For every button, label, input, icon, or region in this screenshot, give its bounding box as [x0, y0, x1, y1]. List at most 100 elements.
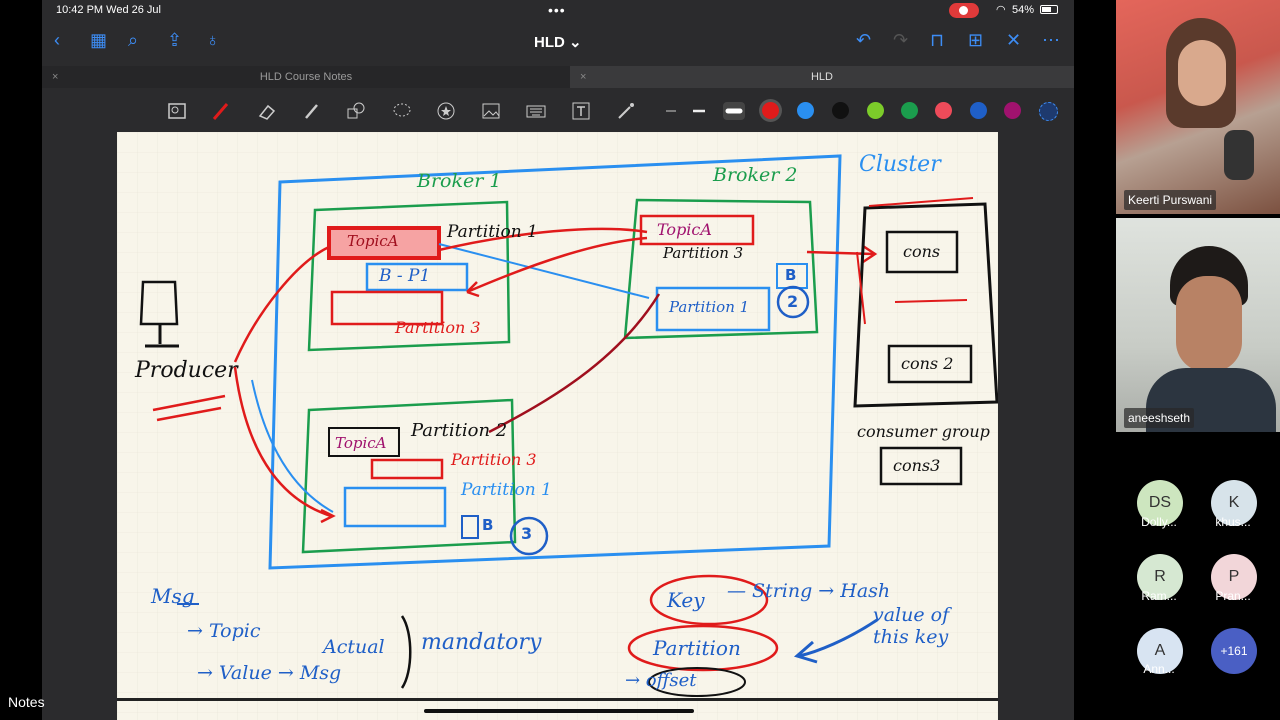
status-bar: 10:42 PM Wed 26 Jul ••• ◠ 54%: [42, 0, 1074, 22]
more-participants-button[interactable]: +161: [1211, 628, 1257, 674]
battery-icon: [1040, 5, 1058, 14]
undo-icon[interactable]: ↶: [856, 30, 872, 50]
color-blue-swatch[interactable]: [797, 102, 814, 119]
broker3-partition3-label: Partition 3: [451, 450, 537, 469]
broker1-bp1-label: B - P1: [379, 266, 431, 286]
topic-note: → Topic: [187, 620, 261, 642]
broker3-b-box: [461, 515, 479, 539]
broker1-box: [307, 200, 511, 352]
avatar-initials: K: [1228, 494, 1240, 511]
thick-stroke-icon[interactable]: [723, 100, 745, 122]
search-icon[interactable]: ⌕: [128, 30, 139, 50]
microphone-icon[interactable]: ♁: [206, 30, 220, 50]
actual-note: Actual: [323, 636, 385, 658]
redo-icon[interactable]: ↷: [893, 30, 909, 50]
image-icon[interactable]: [480, 100, 502, 122]
value-note: → Value → Msg: [197, 662, 342, 684]
broker3-topic-box: [328, 427, 400, 457]
avatar-initials: P: [1228, 568, 1240, 585]
microphone-prop: [1224, 130, 1254, 180]
partition-note: Partition: [653, 636, 741, 660]
tab-label: HLD: [810, 71, 833, 83]
lasso-icon[interactable]: [391, 100, 413, 122]
broker2-partition1-label: Partition 1: [669, 298, 750, 316]
color-dark-blue-swatch[interactable]: [970, 102, 987, 119]
mandatory-note: mandatory: [421, 630, 542, 655]
broker3-partition2-label: Partition 2: [411, 420, 508, 441]
color-pink-swatch[interactable]: [935, 102, 952, 119]
add-page-icon[interactable]: ⊞: [968, 30, 984, 50]
close-icon[interactable]: ✕: [1006, 30, 1022, 50]
multitask-dots-icon[interactable]: •••: [548, 2, 566, 18]
broker2-partition3-label: Partition 3: [663, 244, 744, 262]
notes-app-label: Notes: [8, 694, 45, 710]
cons1-label: cons: [903, 242, 941, 261]
more-participants-count: +161: [1220, 644, 1248, 658]
participant-avatar[interactable]: K: [1211, 480, 1257, 526]
tab-hld[interactable]: × HLD: [570, 66, 1074, 88]
msg-label: Msg: [151, 584, 195, 608]
cons2-label: cons 2: [901, 354, 954, 373]
broker1-topic-box: [327, 226, 441, 260]
consumer-group-label: consumer group: [857, 422, 990, 441]
participant-avatar[interactable]: R: [1137, 554, 1183, 600]
tab-close-icon[interactable]: ×: [52, 71, 59, 83]
more-icon[interactable]: ⋯: [1042, 30, 1060, 50]
participant-avatar[interactable]: A: [1137, 628, 1183, 674]
broker1-partition3-label: Partition 3: [395, 318, 481, 337]
tab-hld-course-notes[interactable]: × HLD Course Notes: [42, 66, 570, 88]
participant-name: Pran...: [1215, 589, 1251, 603]
lasso-image-icon[interactable]: [166, 100, 188, 122]
laser-pointer-icon[interactable]: [615, 100, 637, 122]
medium-stroke-icon[interactable]: [688, 100, 710, 122]
cons3-label: cons3: [893, 456, 941, 475]
share-icon[interactable]: ⇪: [167, 30, 183, 50]
avatar-initials: A: [1154, 642, 1166, 659]
highlighter-icon[interactable]: [301, 100, 323, 122]
video-tile-2[interactable]: aneeshseth: [1116, 218, 1280, 432]
participant-name: Ann...: [1143, 662, 1175, 676]
value-of-note: value of: [873, 604, 950, 626]
bookmark-icon[interactable]: ⊓: [930, 30, 945, 50]
color-black-swatch[interactable]: [832, 102, 849, 119]
broker1-partition3-box: [330, 290, 444, 326]
color-magenta-swatch[interactable]: [1004, 102, 1021, 119]
video-tile-1[interactable]: Keerti Purswani: [1116, 0, 1280, 214]
broker2-partition-box: [655, 286, 771, 332]
participant-face: [1176, 276, 1242, 372]
ipad-screen: 10:42 PM Wed 26 Jul ••• ◠ 54% ‹ ▦ ⌕ ⇪ ♁ …: [42, 0, 1074, 720]
color-green-swatch[interactable]: [901, 102, 918, 119]
broker3-partition3-box: [370, 458, 444, 480]
grid-view-icon[interactable]: ▦: [90, 30, 108, 50]
participant-avatar[interactable]: DS: [1137, 480, 1183, 526]
pen-icon[interactable]: [210, 100, 232, 122]
screen-recording-icon[interactable]: [949, 3, 979, 18]
cons3-box: [879, 446, 963, 486]
whiteboard-canvas[interactable]: Broker 1 Broker 2 Cluster TopicA Partiti…: [117, 132, 998, 720]
shapes-icon[interactable]: [345, 100, 367, 122]
broker1-topic-label: TopicA: [347, 232, 399, 250]
participant-name: Keerti Purswani: [1124, 190, 1217, 210]
eraser-icon[interactable]: [256, 100, 278, 122]
color-lime-swatch[interactable]: [867, 102, 884, 119]
consumer-group-box: [853, 202, 998, 408]
key-note: Key: [667, 588, 705, 612]
back-icon[interactable]: ‹: [54, 30, 60, 50]
home-indicator[interactable]: [424, 709, 694, 713]
string-note: — String → Hash: [727, 580, 891, 602]
broker3-partition1-label: Partition 1: [461, 480, 552, 500]
tab-close-icon[interactable]: ×: [580, 71, 587, 83]
sticker-icon[interactable]: [435, 100, 457, 122]
thin-stroke-icon[interactable]: [660, 100, 682, 122]
broker2-topic-label: TopicA: [657, 220, 712, 239]
broker3-topic-label: TopicA: [335, 434, 387, 452]
document-title[interactable]: HLD ⌄: [534, 34, 582, 51]
text-tool-icon[interactable]: [570, 100, 592, 122]
broker3-circle: [509, 516, 549, 556]
keyboard-icon[interactable]: [525, 100, 547, 122]
color-red-swatch[interactable]: [762, 102, 779, 119]
color-add-icon[interactable]: [1039, 102, 1058, 121]
cons1-box: [885, 230, 959, 274]
participant-avatar[interactable]: P: [1211, 554, 1257, 600]
tab-label: HLD Course Notes: [259, 71, 353, 83]
